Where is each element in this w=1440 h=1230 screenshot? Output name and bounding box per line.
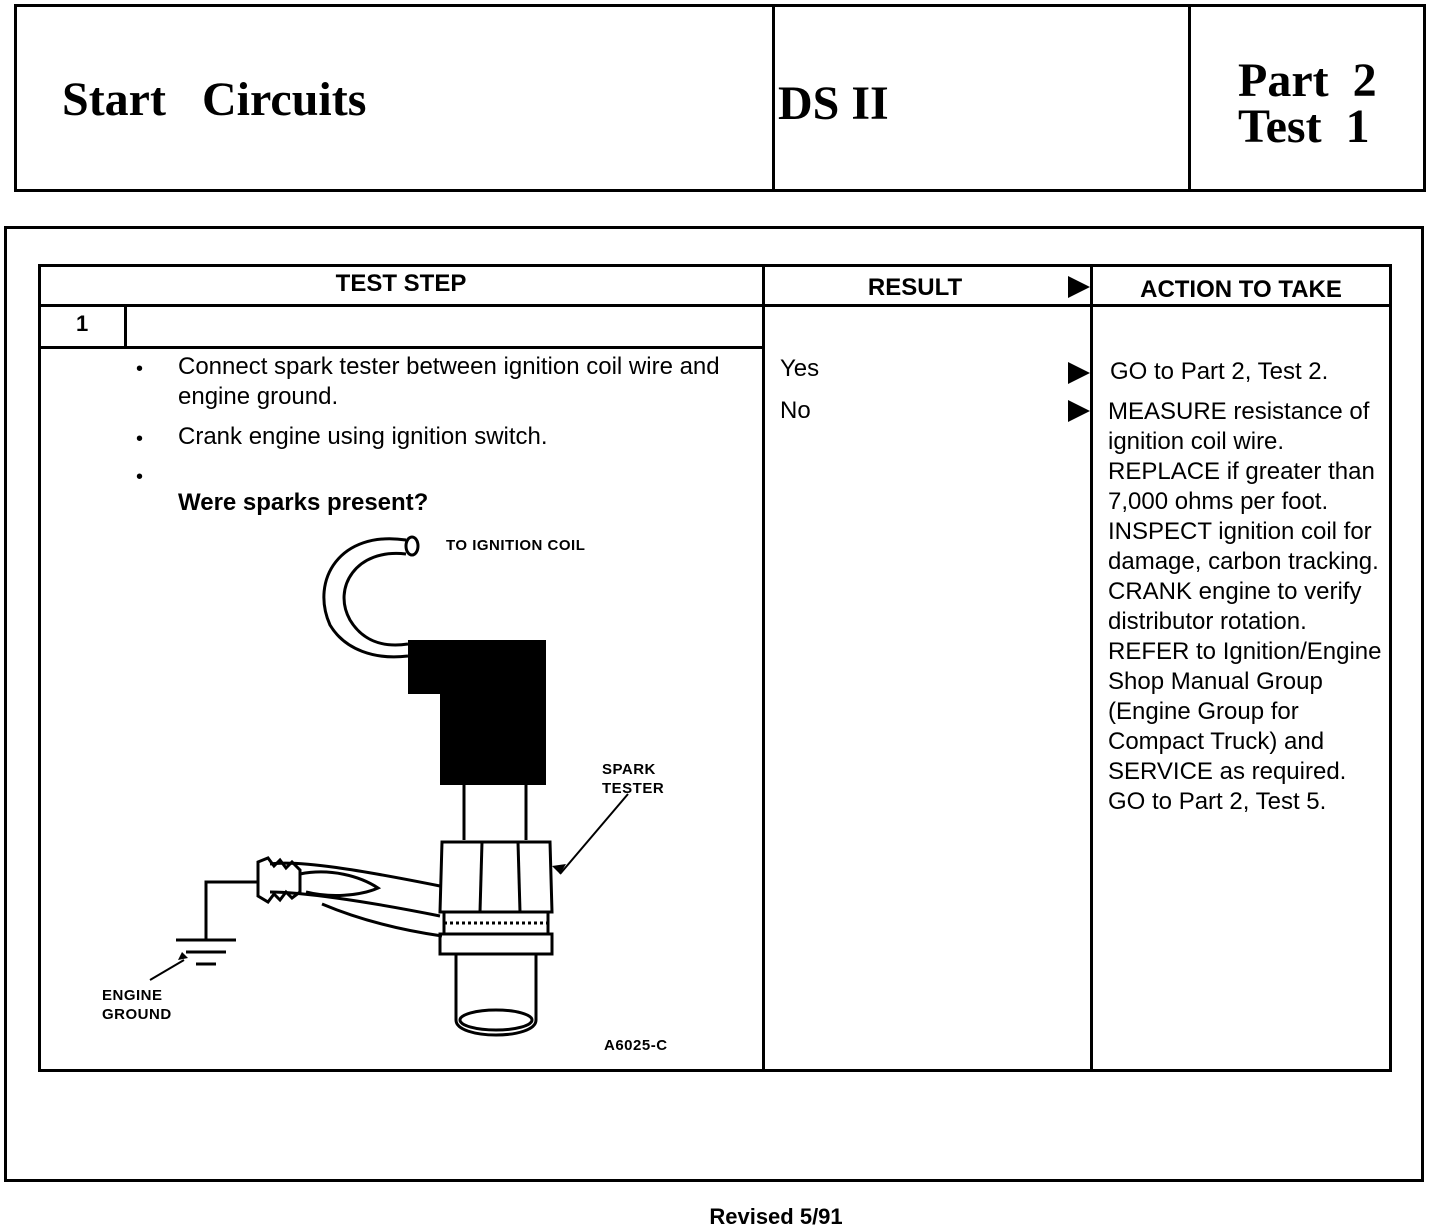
step-row-rule <box>38 346 765 349</box>
result-no: No <box>780 397 811 424</box>
label-ground: GROUND <box>102 1006 172 1023</box>
bullet-icon: • <box>136 466 144 488</box>
col-test-step: TEST STEP <box>335 270 467 297</box>
figure-id: A6025-C <box>604 1037 668 1054</box>
step-number: 1 <box>76 311 89 336</box>
header-divider-1 <box>772 4 775 192</box>
step-question: Were sparks present? <box>178 489 429 516</box>
test-table <box>38 264 1392 1072</box>
label-tester: TESTER <box>602 780 665 797</box>
header-divider-2 <box>1188 4 1191 192</box>
table-header-rule <box>38 304 1392 307</box>
col-action: ACTION TO TAKE <box>1140 276 1342 303</box>
action-no: MEASURE resistance of ignition coil wire… <box>1108 398 1382 815</box>
instruction-item: •Connect spark tester between ignition c… <box>136 353 720 410</box>
action-yes: GO to Part 2, Test 2. <box>1110 358 1329 385</box>
part-label: Part 2 <box>1238 54 1377 107</box>
yes-arrow-icon <box>1068 362 1090 384</box>
result-yes: Yes <box>780 355 820 382</box>
page-title: Start Circuits <box>62 73 367 126</box>
label-spark: SPARK <box>602 761 656 778</box>
content-frame <box>4 226 1424 1182</box>
step-number-divider <box>124 304 127 348</box>
label-engine: ENGINE <box>102 987 163 1004</box>
header-box <box>14 4 1426 192</box>
no-arrow-icon <box>1068 400 1090 422</box>
revision-note: Revised 5/91 <box>709 1204 843 1229</box>
result-arrow-icon <box>1068 276 1090 298</box>
instruction-item: •Crank engine using ignition switch. <box>136 422 738 452</box>
system-label: DS II <box>778 77 889 130</box>
instruction-item: • <box>136 460 738 488</box>
bullet-icon: • <box>136 428 144 450</box>
col-result: RESULT <box>867 274 963 301</box>
test-label: Test 1 <box>1238 100 1370 153</box>
spark-tester-illustration <box>149 535 629 1037</box>
col-divider-action <box>1090 264 1093 1072</box>
col-divider-result <box>762 264 765 1072</box>
bullet-icon: • <box>136 358 144 380</box>
instruction-list: •Connect spark tester between ignition c… <box>136 352 738 518</box>
label-to-ignition-coil: TO IGNITION COIL <box>446 537 586 554</box>
